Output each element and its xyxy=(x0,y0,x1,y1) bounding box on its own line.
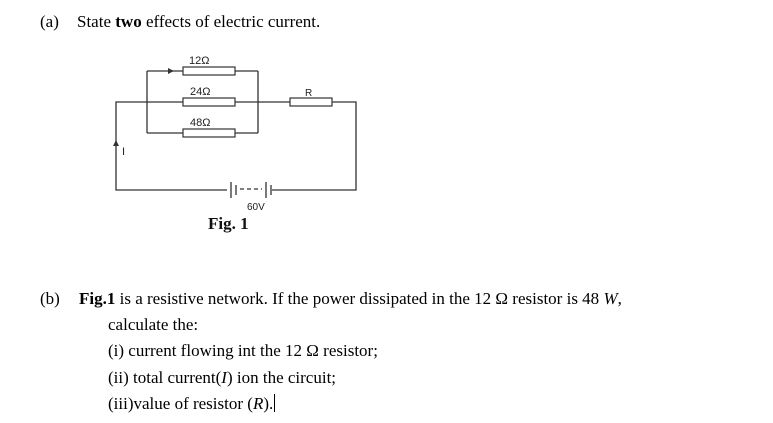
label-current-i: I xyxy=(122,146,125,158)
resistor-24-ohm xyxy=(182,97,236,107)
question-b-item-i: (i) current flowing int the 12 Ω resisto… xyxy=(108,341,378,361)
label-24-ohm: 24Ω xyxy=(190,86,210,98)
question-b: (b) Fig.1 is a resistive network. If the … xyxy=(40,289,622,309)
question-b-label: (b) xyxy=(40,289,60,308)
item-i-text: current flowing int the 12 Ω resistor; xyxy=(128,341,378,360)
label-48-ohm: 48Ω xyxy=(190,117,210,129)
item-ii-symbol: I xyxy=(221,368,227,387)
resistor-12-ohm xyxy=(182,66,236,76)
item-iii-prefix: (iii) xyxy=(108,394,134,413)
item-ii-text-after: ) ion the circuit; xyxy=(226,368,337,387)
wire-right xyxy=(258,101,357,191)
question-a-bold-word: two xyxy=(115,12,142,31)
resistor-48-ohm xyxy=(182,128,236,138)
resistor-r xyxy=(289,97,333,107)
question-a: (a) State two effects of electric current… xyxy=(40,12,320,32)
text-cursor xyxy=(274,394,276,412)
item-i-prefix: (i) xyxy=(108,341,129,360)
question-b-text-part1: is a resistive network. If the power dis… xyxy=(115,289,604,308)
question-b-power-unit: W xyxy=(603,289,618,308)
question-b-text-part2: , xyxy=(617,289,622,308)
item-ii-text-before: total current( xyxy=(133,368,222,387)
label-12-ohm: 12Ω xyxy=(189,55,209,67)
wire-left xyxy=(115,101,227,191)
item-ii-prefix: (ii) xyxy=(108,368,134,387)
question-a-text-before: State xyxy=(77,12,116,31)
question-b-continuation: calculate the: xyxy=(108,315,199,334)
question-a-label: (a) xyxy=(40,12,59,31)
item-iii-text-after: ). xyxy=(263,394,274,413)
question-a-text-after: effects of electric current. xyxy=(141,12,321,31)
figure-caption: Fig. 1 xyxy=(208,214,249,233)
current-arrow-left xyxy=(113,140,119,146)
label-r: R xyxy=(305,88,312,99)
item-iii-text-before: value of resistor ( xyxy=(133,394,253,413)
question-b-fig-ref: Fig.1 xyxy=(79,289,116,308)
label-battery-60v: 60V xyxy=(247,202,265,213)
question-b-item-ii: (ii) total current(I) ion the circuit; xyxy=(108,368,336,388)
question-b-item-iii: (iii)value of resistor (R). xyxy=(108,394,276,414)
item-iii-symbol: R xyxy=(252,394,264,413)
current-arrow-top xyxy=(168,68,174,74)
